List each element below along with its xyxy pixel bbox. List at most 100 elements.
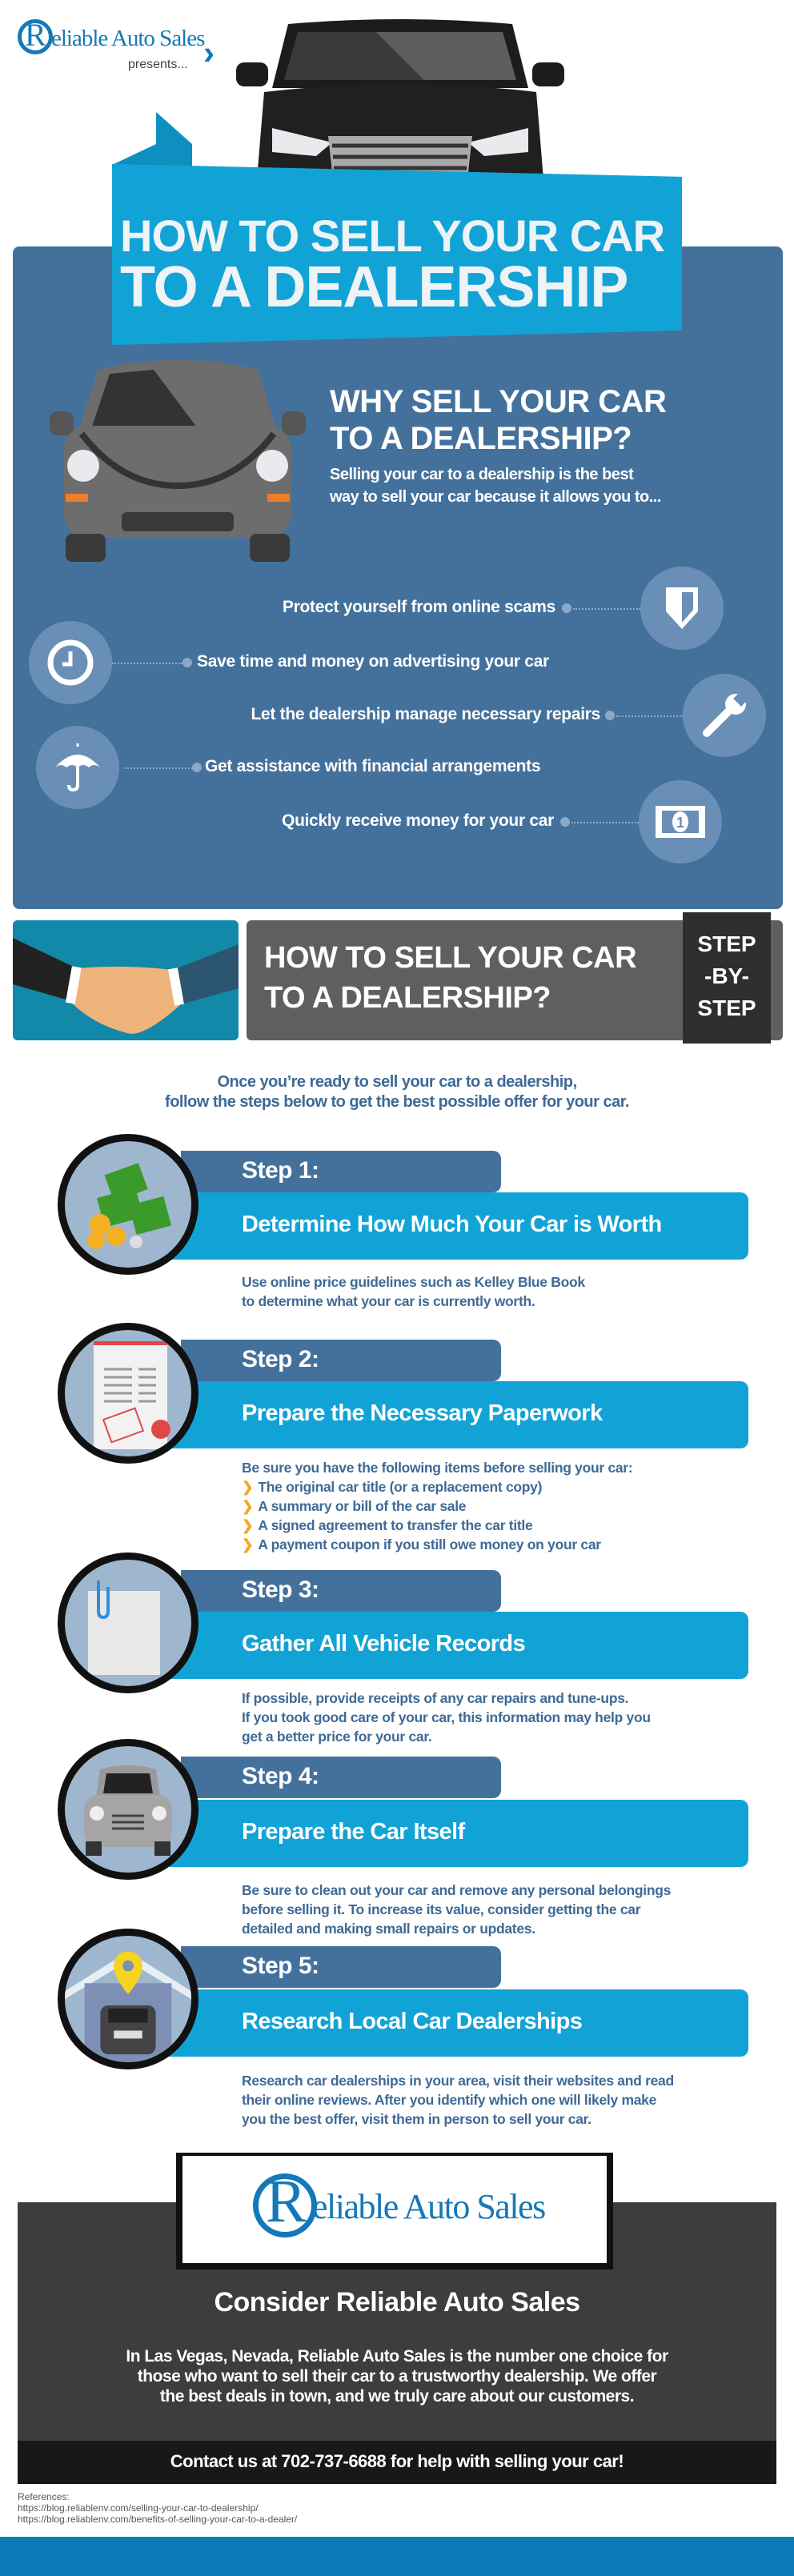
list-item-text: A summary or bill of the car sale [258, 1498, 467, 1514]
step-label: Step 1: [242, 1157, 319, 1184]
desc-line: Be sure you have the following items bef… [242, 1460, 633, 1476]
clock-icon [29, 621, 112, 704]
step-2-title-bar: Prepare the Necessary Paperwork [168, 1381, 748, 1448]
svg-text:1: 1 [676, 815, 684, 831]
desc-line: get a better price for your car. [242, 1729, 432, 1745]
presents-text: presents... [128, 58, 188, 71]
logo-r-circle [253, 2173, 317, 2237]
page-title-line1: HOW TO SELL YOUR CAR [120, 210, 665, 261]
list-item-text: A signed agreement to transfer the car t… [258, 1517, 533, 1533]
badge-line3: STEP [697, 996, 756, 1020]
desc-line: Research car dealerships in your area, v… [242, 2073, 674, 2089]
gray-car-illustration [50, 359, 306, 562]
step-1-description: Use online price guidelines such as Kell… [242, 1272, 738, 1311]
why-heading-line2: TO A DEALERSHIP? [330, 421, 632, 456]
chevron-right-icon: ❯ [242, 1498, 254, 1514]
list-item: ❯A payment coupon if you still owe money… [242, 1535, 738, 1554]
chevron-right-icon: ❯ [242, 1479, 254, 1495]
list-item-text: The original car title (or a replacement… [258, 1479, 543, 1495]
why-heading-line1: WHY SELL YOUR CAR [330, 384, 667, 419]
step-label: Step 5: [242, 1953, 319, 1979]
para-line: the best deals in town, and we truly car… [159, 2387, 635, 2406]
car-icon [58, 1739, 198, 1880]
step-title: Research Local Car Dealerships [242, 2009, 583, 2034]
howto-heading-line1: HOW TO SELL YOUR CAR [264, 941, 637, 975]
bottom-bar [0, 2537, 794, 2576]
why-intro-line1: Selling your car to a dealership is the … [330, 466, 634, 483]
howto-intro: Once you’re ready to sell your car to a … [0, 1072, 794, 1112]
desc-line: before selling it. To increase its value… [242, 1901, 641, 1917]
benefit-item: Let the dealership manage necessary repa… [251, 705, 601, 723]
step-title: Determine How Much Your Car is Worth [242, 1212, 662, 1237]
shield-icon [640, 567, 724, 650]
desc-line: their online reviews. After you identify… [242, 2092, 657, 2108]
howto-intro-line1: Once you’re ready to sell your car to a … [217, 1073, 577, 1091]
reference-link[interactable]: https://blog.reliablenv.com/benefits-of-… [18, 2514, 298, 2525]
chevron-right-icon: ❯ [242, 1536, 254, 1552]
page-title-line2: TO A DEALERSHIP [120, 255, 628, 319]
handshake-image [13, 920, 239, 1040]
header-logo: R eliable Auto Sales presents... › [18, 17, 226, 82]
step-3-description: If possible, provide receipts of any car… [242, 1689, 738, 1746]
logo-text: eliable Auto Sales [51, 26, 205, 51]
benefit-item: Quickly receive money for your car [282, 811, 554, 830]
connector-dot [182, 658, 192, 667]
paperclip-document-icon [58, 1552, 198, 1693]
footer-paragraph: In Las Vegas, Nevada, Reliable Auto Sale… [0, 2346, 794, 2406]
reference-link[interactable]: https://blog.reliablenv.com/selling-your… [18, 2502, 259, 2514]
para-line: those who want to sell their car to a tr… [137, 2367, 657, 2386]
list-item: ❯A signed agreement to transfer the car … [242, 1516, 738, 1535]
badge-line1: STEP [697, 931, 756, 956]
connector-dot [560, 817, 570, 827]
badge-line2: -BY- [704, 963, 749, 988]
connector-line [124, 767, 193, 769]
chevron-right-icon: › [203, 34, 215, 71]
para-line: In Las Vegas, Nevada, Reliable Auto Sale… [126, 2347, 668, 2366]
benefit-item: Get assistance with financial arrangemen… [205, 757, 541, 775]
footer-heading: Consider Reliable Auto Sales [214, 2287, 580, 2318]
step-by-step-badge: STEP -BY- STEP [683, 912, 771, 1044]
connector-dot [192, 763, 202, 772]
list-item-text: A payment coupon if you still owe money … [258, 1536, 601, 1552]
connector-line [571, 822, 639, 823]
benefit-item: Save time and money on advertising your … [197, 652, 549, 671]
desc-line: detailed and making small repairs or upd… [242, 1921, 535, 1937]
step-title: Prepare the Car Itself [242, 1819, 465, 1845]
step-1-tab: Step 1: [181, 1151, 501, 1192]
footer-logo-letter: R [266, 2168, 307, 2235]
step-5-description: Research car dealerships in your area, v… [242, 2071, 738, 2129]
desc-line: If possible, provide receipts of any car… [242, 1690, 629, 1706]
contact-text: Contact us at 702-737-6688 for help with… [170, 2451, 624, 2471]
desc-line: to determine what your car is currently … [242, 1293, 535, 1309]
step-label: Step 4: [242, 1763, 319, 1789]
howto-heading-line2: TO A DEALERSHIP? [264, 981, 551, 1015]
desc-line: Use online price guidelines such as Kell… [242, 1274, 585, 1290]
approved-document-icon [58, 1323, 198, 1464]
benefit-item: Protect yourself from online scams [282, 598, 555, 616]
references-label: References: [18, 2491, 70, 2502]
step-5-tab: Step 5: [181, 1946, 501, 1988]
contact-bar [18, 2441, 776, 2484]
step-4-tab: Step 4: [181, 1757, 501, 1798]
connector-line [112, 663, 182, 664]
step-5-title-bar: Research Local Car Dealerships [168, 1989, 748, 2057]
connector-line [616, 715, 684, 717]
step-4-description: Be sure to clean out your car and remove… [242, 1881, 738, 1938]
step-2-tab: Step 2: [181, 1340, 501, 1381]
dealership-location-icon [58, 1929, 198, 2069]
umbrella-icon [36, 726, 119, 809]
title-ribbon [112, 164, 682, 345]
chevron-right-icon: ❯ [242, 1517, 254, 1533]
step-3-tab: Step 3: [181, 1570, 501, 1612]
step-label: Step 2: [242, 1346, 319, 1372]
why-intro-line2: way to sell your car because it allows y… [330, 488, 661, 506]
step-4-title-bar: Prepare the Car Itself [168, 1800, 748, 1867]
footer-logo-box: R eliable Auto Sales [176, 2153, 613, 2270]
wrench-icon [683, 674, 766, 757]
logo-letter: R [25, 17, 46, 53]
desc-line: you the best offer, visit them in person… [242, 2111, 591, 2127]
connector-line [573, 608, 640, 610]
step-1-title-bar: Determine How Much Your Car is Worth [168, 1192, 748, 1260]
money-bill-icon: 1 [639, 780, 722, 863]
step-title: Prepare the Necessary Paperwork [242, 1400, 603, 1426]
